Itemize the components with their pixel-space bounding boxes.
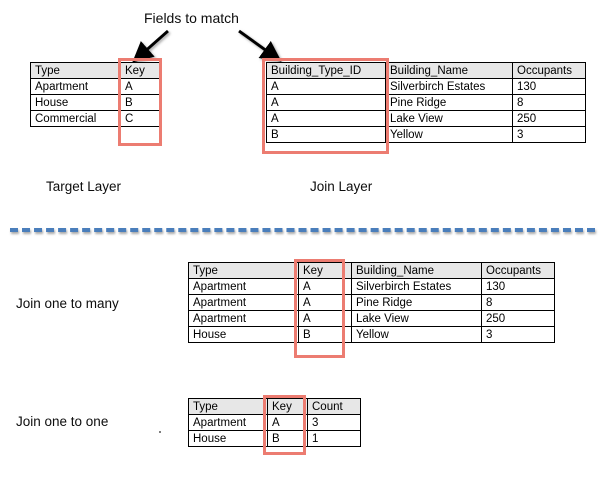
cell: Lake View	[385, 110, 513, 127]
arrow-to-join-key	[238, 29, 282, 62]
join-layer-caption: Join Layer	[310, 179, 373, 194]
cell: A	[298, 278, 352, 295]
cell: Apartment	[188, 414, 268, 431]
table-row: Apartment A Lake View 250	[188, 310, 555, 327]
table-header-row: Type Key Building_Name Occupants	[188, 262, 555, 279]
cell: 3	[307, 414, 361, 431]
cell: Silverbirch Estates	[385, 78, 513, 95]
cell: Pine Ridge	[385, 94, 513, 111]
table-row: A Pine Ridge 8	[266, 94, 586, 111]
cell: House	[188, 326, 299, 343]
table-row: Apartment A	[30, 78, 161, 95]
table-row: House B Yellow 3	[188, 326, 555, 343]
cell: A	[266, 110, 386, 127]
table-row: House B 1	[188, 430, 361, 447]
cell: A	[298, 310, 352, 327]
cell: 130	[512, 78, 586, 95]
table-header-row: Type Key	[30, 62, 161, 79]
cell: B	[266, 126, 386, 143]
stray-dot	[159, 431, 161, 433]
cell: Yellow	[385, 126, 513, 143]
column-header: Type	[188, 398, 268, 415]
cell: 130	[481, 278, 555, 295]
column-header: Key	[267, 398, 308, 415]
cell: B	[298, 326, 352, 343]
column-header: Building_Type_ID	[266, 62, 386, 79]
target-layer-table: Type Key Apartment A House B Commercial …	[30, 62, 161, 127]
cell: Apartment	[188, 294, 299, 311]
table-header-row: Type Key Count	[188, 398, 361, 415]
table-row: Apartment A Silverbirch Estates 130	[188, 278, 555, 295]
section-divider	[10, 228, 595, 232]
cell: B	[267, 430, 308, 447]
cell: 3	[512, 126, 586, 143]
cell: Pine Ridge	[351, 294, 482, 311]
column-header: Count	[307, 398, 361, 415]
cell: 8	[512, 94, 586, 111]
cell: Apartment	[30, 78, 121, 95]
target-layer-caption: Target Layer	[46, 179, 122, 194]
table-row: A Lake View 250	[266, 110, 586, 127]
column-header: Type	[188, 262, 299, 279]
table-row: A Silverbirch Estates 130	[266, 78, 586, 95]
cell: Apartment	[188, 278, 299, 295]
table-row: Commercial C	[30, 110, 161, 127]
cell: A	[266, 94, 386, 111]
fields-to-match-label: Fields to match	[144, 10, 239, 26]
table-row: House B	[30, 94, 161, 111]
cell: C	[120, 110, 161, 127]
cell: A	[298, 294, 352, 311]
cell: A	[267, 414, 308, 431]
join-one-to-many-table: Type Key Building_Name Occupants Apartme…	[188, 262, 555, 343]
cell: B	[120, 94, 161, 111]
column-header: Key	[120, 62, 161, 79]
cell: Yellow	[351, 326, 482, 343]
cell: Commercial	[30, 110, 121, 127]
join-one-to-many-caption: Join one to many	[16, 296, 119, 311]
column-header: Occupants	[481, 262, 555, 279]
cell: Silverbirch Estates	[351, 278, 482, 295]
column-header: Key	[298, 262, 352, 279]
table-header-row: Building_Type_ID Building_Name Occupants	[266, 62, 586, 79]
cell: 3	[481, 326, 555, 343]
cell: 250	[512, 110, 586, 127]
cell: House	[30, 94, 121, 111]
cell: 250	[481, 310, 555, 327]
arrow-to-target-key	[132, 29, 169, 63]
cell: House	[188, 430, 268, 447]
column-header: Building_Name	[351, 262, 482, 279]
column-header: Building_Name	[385, 62, 513, 79]
cell: A	[120, 78, 161, 95]
cell: A	[266, 78, 386, 95]
cell: 8	[481, 294, 555, 311]
cell: Apartment	[188, 310, 299, 327]
table-row: Apartment A 3	[188, 414, 361, 431]
column-header: Type	[30, 62, 121, 79]
cell: 1	[307, 430, 361, 447]
join-one-to-one-table: Type Key Count Apartment A 3 House B 1	[188, 398, 361, 447]
table-row: B Yellow 3	[266, 126, 586, 143]
column-header: Occupants	[512, 62, 586, 79]
join-layer-table: Building_Type_ID Building_Name Occupants…	[266, 62, 586, 143]
table-row: Apartment A Pine Ridge 8	[188, 294, 555, 311]
cell: Lake View	[351, 310, 482, 327]
join-one-to-one-caption: Join one to one	[16, 414, 109, 429]
